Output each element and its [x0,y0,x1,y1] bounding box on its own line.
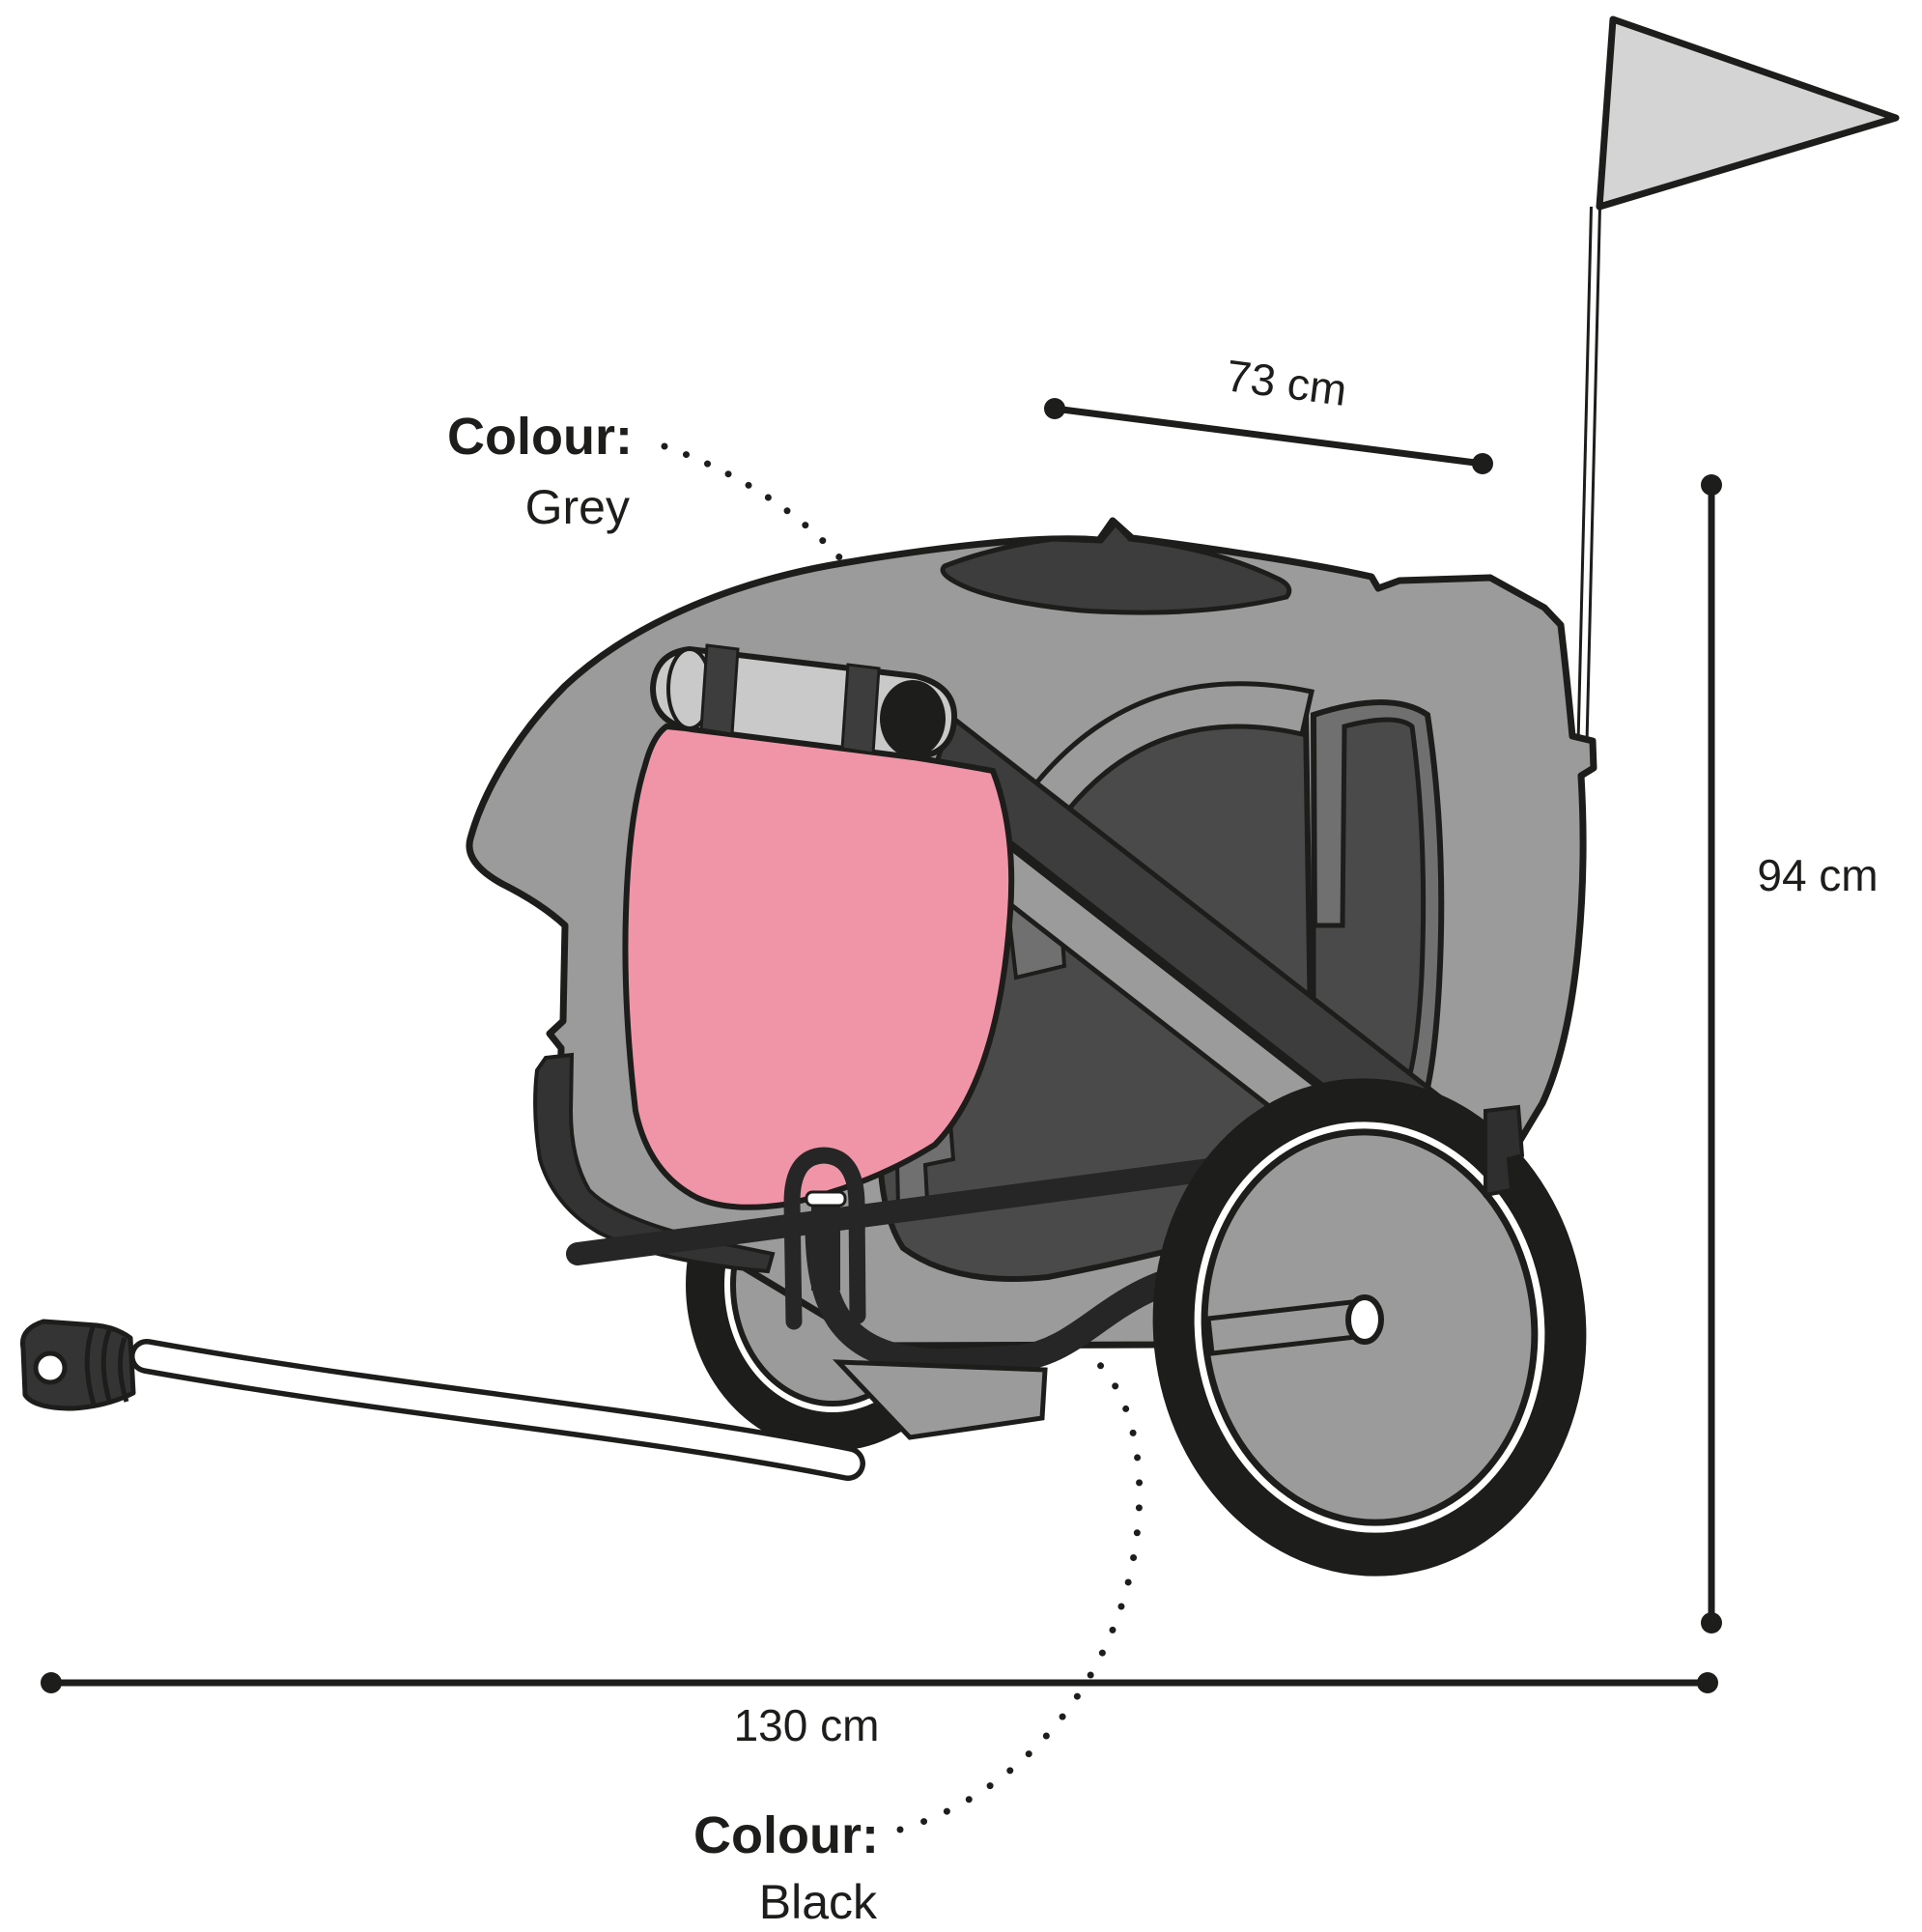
lower-frame-loop-bar [805,1211,1460,1376]
bumper-trim [533,1052,776,1274]
safety-flag-icon [1596,15,1900,211]
label-length: 130 cm [734,1700,880,1750]
roof-panel [940,520,1292,615]
rolled-door [649,643,958,761]
latch-loop [783,1147,866,1330]
flag-pole [1576,206,1601,764]
label-height: 94 cm [1757,850,1878,900]
latch-pin-band [805,1190,847,1208]
wheel-axle-cap [1345,1294,1384,1345]
label-colour-black-title: Colour: [693,1806,879,1864]
dimension-height: 94 cm [1701,474,1879,1634]
label-colour-black-value: Black [759,1875,878,1929]
door-strap-left [699,643,740,736]
label-width-top: 73 cm [1224,350,1350,414]
tow-bar [19,1319,865,1481]
door-strap-right [840,663,881,755]
axle-bracket [832,1359,1048,1440]
dimension-length: 130 cm [41,1672,1718,1750]
label-colour-grey-title: Colour: [447,408,633,466]
dimension-width-top: 73 cm [1044,350,1493,474]
callout-colour-black: Colour: Black [693,1358,1144,1929]
tow-hitch-hole [33,1350,68,1385]
door-end-cap [880,680,946,757]
rear-frame-corner [1484,1104,1525,1198]
label-colour-grey-value: Grey [525,480,630,534]
leader-grey [661,442,846,564]
callout-colour-grey: Colour: Grey [447,408,846,564]
